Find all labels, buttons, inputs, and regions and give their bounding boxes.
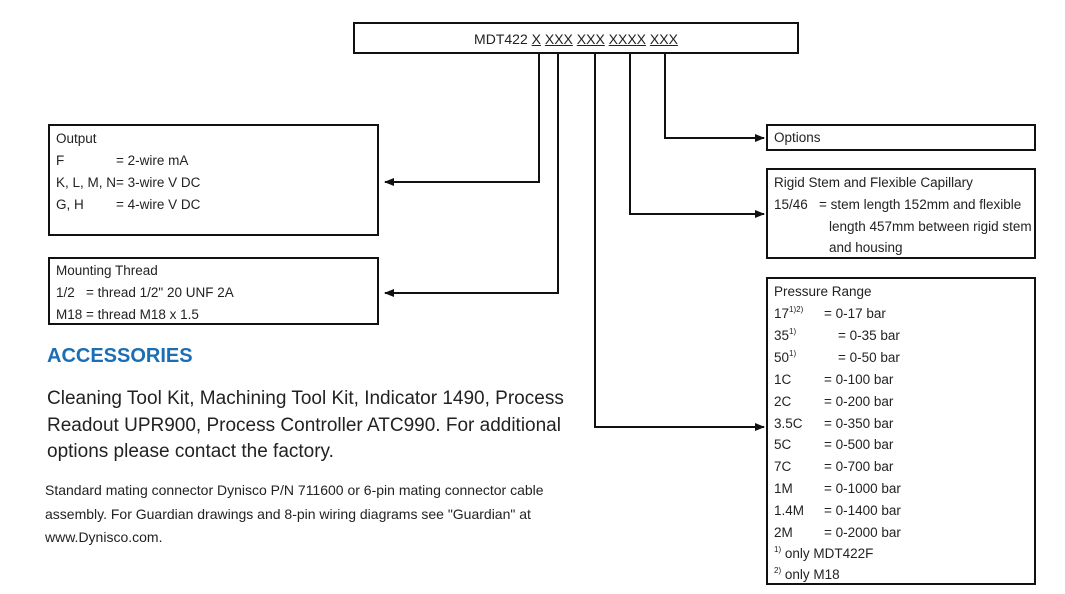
pressure-key: 501) (774, 349, 797, 366)
mounting-value-half-inch: = thread 1/2" 20 UNF 2A (86, 285, 234, 300)
pressure-value: = 0-500 bar (824, 437, 894, 452)
pressure-value: = 0-700 bar (824, 459, 894, 474)
connector-pressure-range (594, 54, 765, 431)
pressure-key: 2C (774, 394, 792, 409)
code-mounting-thread: XXX (544, 31, 573, 47)
output-title: Output (56, 131, 97, 146)
connector-output (384, 54, 540, 186)
mounting-thread-box: Mounting Thread 1/2 = thread 1/2" 20 UNF… (48, 257, 379, 325)
output-key-f: F (56, 153, 65, 168)
model-code: MDT422 X XXX XXX XXXX XXX (355, 28, 797, 50)
output-value-gh: = 4-wire V DC (116, 197, 201, 212)
pressure-value: = 0-17 bar (824, 306, 886, 321)
accessories-note: Standard mating connector Dynisco P/N 71… (45, 482, 544, 545)
accessories-body: Cleaning Tool Kit, Machining Tool Kit, I… (47, 388, 564, 462)
pressure-key: 351) (774, 327, 797, 344)
code-pressure-range: XXX (576, 31, 605, 47)
connector-rigid-stem (629, 54, 765, 218)
output-box: Output F = 2-wire mA K, L, M, N = 3-wire… (48, 124, 379, 236)
options-box: Options (766, 124, 1036, 151)
rigid-key: 15/46 (774, 197, 808, 212)
pressure-key: 7C (774, 459, 792, 474)
code-output: X (531, 31, 541, 47)
pressure-footnote-1: 1) only MDT422F (774, 545, 874, 562)
pressure-key: 1M (774, 481, 793, 496)
pressure-value: = 0-1400 bar (824, 503, 901, 518)
pressure-value: = 0-35 bar (838, 328, 900, 343)
code-options: XXX (649, 31, 678, 47)
pressure-key: 5C (774, 437, 792, 452)
pressure-value: = 0-50 bar (838, 350, 900, 365)
mounting-key-m18: M18 (56, 307, 83, 322)
code-rigid-stem: XXXX (608, 31, 647, 47)
rigid-stem-box: Rigid Stem and Flexible Capillary 15/46 … (766, 168, 1036, 259)
pressure-key: 3.5C (774, 416, 803, 431)
connector-mounting-thread (384, 54, 559, 297)
pressure-key: 171)2) (774, 305, 804, 322)
output-value-klmn: = 3-wire V DC (116, 175, 201, 190)
model-code-box: MDT422 X XXX XXX XXXX XXX (353, 22, 799, 54)
pressure-title: Pressure Range (774, 284, 872, 299)
pressure-footnote-2: 2) only M18 (774, 566, 840, 583)
pressure-key: 2M (774, 525, 793, 540)
rigid-line-2: length 457mm between rigid stem (829, 219, 1032, 234)
pressure-value: = 0-200 bar (824, 394, 894, 409)
pressure-value: = 0-2000 bar (824, 525, 901, 540)
output-key-gh: G, H (56, 197, 84, 212)
mounting-key-half-inch: 1/2 (56, 285, 75, 300)
pressure-value: = 0-100 bar (824, 372, 894, 387)
connector-options (664, 54, 765, 142)
pressure-value: = 0-1000 bar (824, 481, 901, 496)
rigid-line-1: = stem length 152mm and flexible (819, 197, 1022, 212)
pressure-key: 1C (774, 372, 792, 387)
mounting-value-m18: = thread M18 x 1.5 (86, 307, 199, 322)
options-title: Options (774, 130, 821, 145)
rigid-line-3: and housing (829, 240, 903, 255)
pressure-key: 1.4M (774, 503, 805, 518)
model-prefix: MDT422 (474, 31, 528, 47)
rigid-title: Rigid Stem and Flexible Capillary (774, 175, 973, 190)
accessories-heading: ACCESSORIES (47, 345, 193, 367)
pressure-range-box: Pressure Range 171)2) = 0-17 bar 351) = … (766, 277, 1036, 585)
output-key-klmn: K, L, M, N (56, 175, 117, 190)
mounting-title: Mounting Thread (56, 263, 158, 278)
pressure-value: = 0-350 bar (824, 416, 894, 431)
output-value-f: = 2-wire mA (116, 153, 189, 168)
